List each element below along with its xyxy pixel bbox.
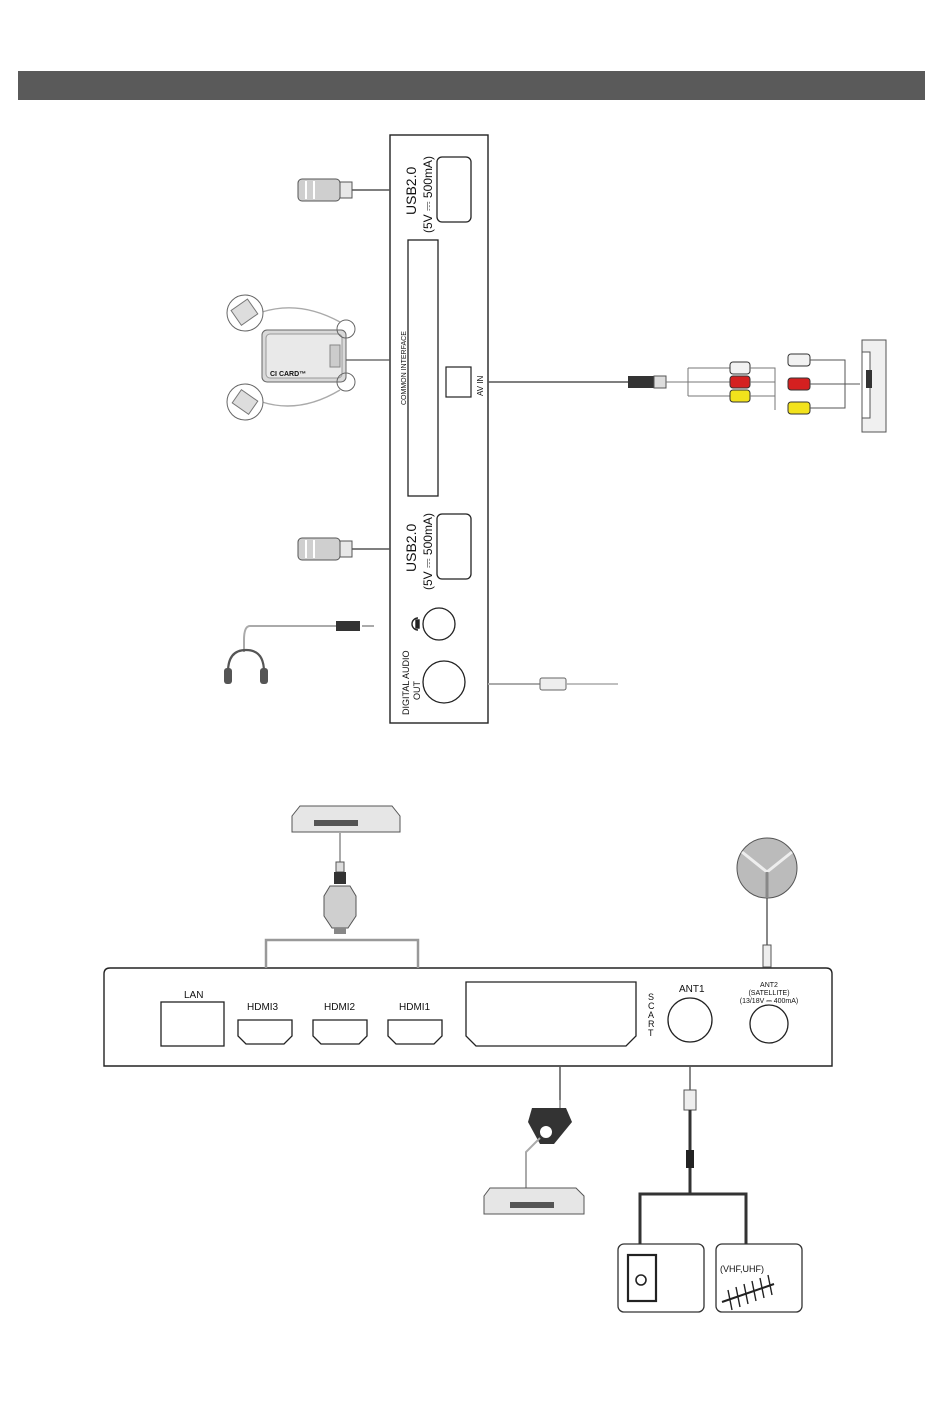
digital-audio-line1: DIGITAL AUDIO — [401, 650, 411, 715]
external-av-device — [862, 340, 886, 432]
av-cable-icon — [488, 354, 860, 414]
vhf-uhf-label: (VHF,UHF) — [720, 1264, 764, 1274]
ci-card-label: CI CARD™ — [270, 371, 306, 378]
satellite-dish-icon — [737, 838, 797, 967]
common-interface-label: COMMON INTERFACE — [401, 331, 408, 405]
scart-source-device — [484, 1066, 584, 1214]
usb-bottom-title: USB2.0 — [403, 524, 419, 572]
vhf-uhf-antenna: (VHF,UHF) — [716, 1244, 802, 1312]
av-in-port — [446, 367, 471, 397]
hdmi3-label: HDMI3 — [247, 1002, 279, 1013]
wall-antenna-socket — [618, 1244, 704, 1312]
hdmi-source-device — [266, 806, 418, 968]
hdmi3-port — [238, 1020, 292, 1044]
digital-audio-line2: OUT — [412, 681, 422, 701]
headphone-jack — [423, 608, 455, 640]
usb-port-top — [437, 157, 471, 222]
usb-bottom-rating: (5V ⎓ 500mA) — [421, 513, 435, 590]
common-interface-slot — [408, 240, 438, 496]
ant1-label: ANT1 — [679, 984, 705, 995]
ant2-port — [750, 1005, 788, 1043]
optical-cable-icon — [488, 678, 618, 690]
scart-port — [466, 982, 636, 1046]
ant2-line1: ANT2 — [760, 982, 778, 989]
ant1-cable-icon — [640, 1066, 746, 1244]
ant2-line2: (SATELLITE) — [748, 990, 789, 997]
ci-card-icon: CI CARD™ — [227, 295, 390, 420]
usb-top-title: USB2.0 — [403, 167, 419, 215]
digital-audio-port — [423, 661, 465, 703]
lan-label: LAN — [184, 990, 203, 1001]
av-in-label: AV IN — [476, 375, 485, 396]
hdmi2-port — [313, 1020, 367, 1044]
usb-top-rating: (5V ⎓ 500mA) — [421, 156, 435, 233]
svg-text:T: T — [648, 1028, 654, 1038]
ant2-line3: (13/18V ⎓ 400mA) — [740, 998, 799, 1005]
usb-port-bottom — [437, 514, 471, 579]
hdmi1-port — [388, 1020, 442, 1044]
usb-stick-top-icon — [298, 179, 390, 201]
hdmi1-label: HDMI1 — [399, 1002, 431, 1013]
ant1-port — [668, 998, 712, 1042]
lan-port — [161, 1002, 224, 1046]
usb-stick-bottom-icon — [298, 538, 390, 560]
hdmi2-label: HDMI2 — [324, 1002, 356, 1013]
